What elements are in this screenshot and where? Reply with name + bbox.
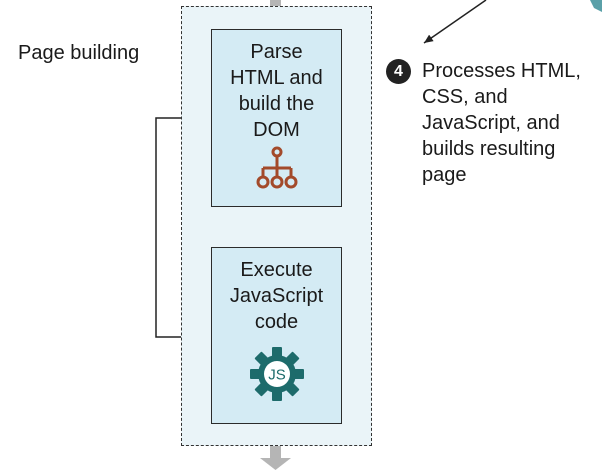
note-line: Processes HTML, xyxy=(422,60,581,82)
incoming-note-arrow xyxy=(423,0,487,44)
step-number-badge: 4 xyxy=(386,59,411,84)
dom-tree-icon xyxy=(212,146,341,199)
javascript-gear-icon: JS xyxy=(212,344,341,411)
execute-label-line: JavaScript xyxy=(229,285,324,307)
main-flow-arrowhead xyxy=(260,458,291,470)
note-line: page xyxy=(422,164,467,186)
parse-html-box: Parse HTML and build the DOM xyxy=(211,29,342,207)
parse-label-line: HTML and xyxy=(230,67,323,89)
parse-label-line: DOM xyxy=(253,119,300,141)
note-line: builds resulting xyxy=(422,138,556,160)
parse-label-line: Parse xyxy=(250,41,303,63)
parse-html-label: Parse HTML and build the DOM xyxy=(212,30,341,143)
step-note: 4 Processes HTML, CSS, and JavaScript, a… xyxy=(386,58,598,188)
note-line: JavaScript, and xyxy=(422,112,560,134)
js-icon-text: JS xyxy=(268,367,286,384)
execute-label-line: Execute xyxy=(240,259,313,281)
note-text: Processes HTML, CSS, and JavaScript, and… xyxy=(386,58,598,188)
execute-javascript-label: Execute JavaScript code xyxy=(212,248,341,335)
execute-javascript-box: Execute JavaScript code JS xyxy=(211,247,342,424)
section-label: Page building xyxy=(18,42,140,64)
note-line: CSS, and xyxy=(422,86,508,108)
execute-label-line: code xyxy=(254,311,299,333)
parse-label-line: build the xyxy=(238,93,315,115)
corner-fragment xyxy=(590,0,602,12)
